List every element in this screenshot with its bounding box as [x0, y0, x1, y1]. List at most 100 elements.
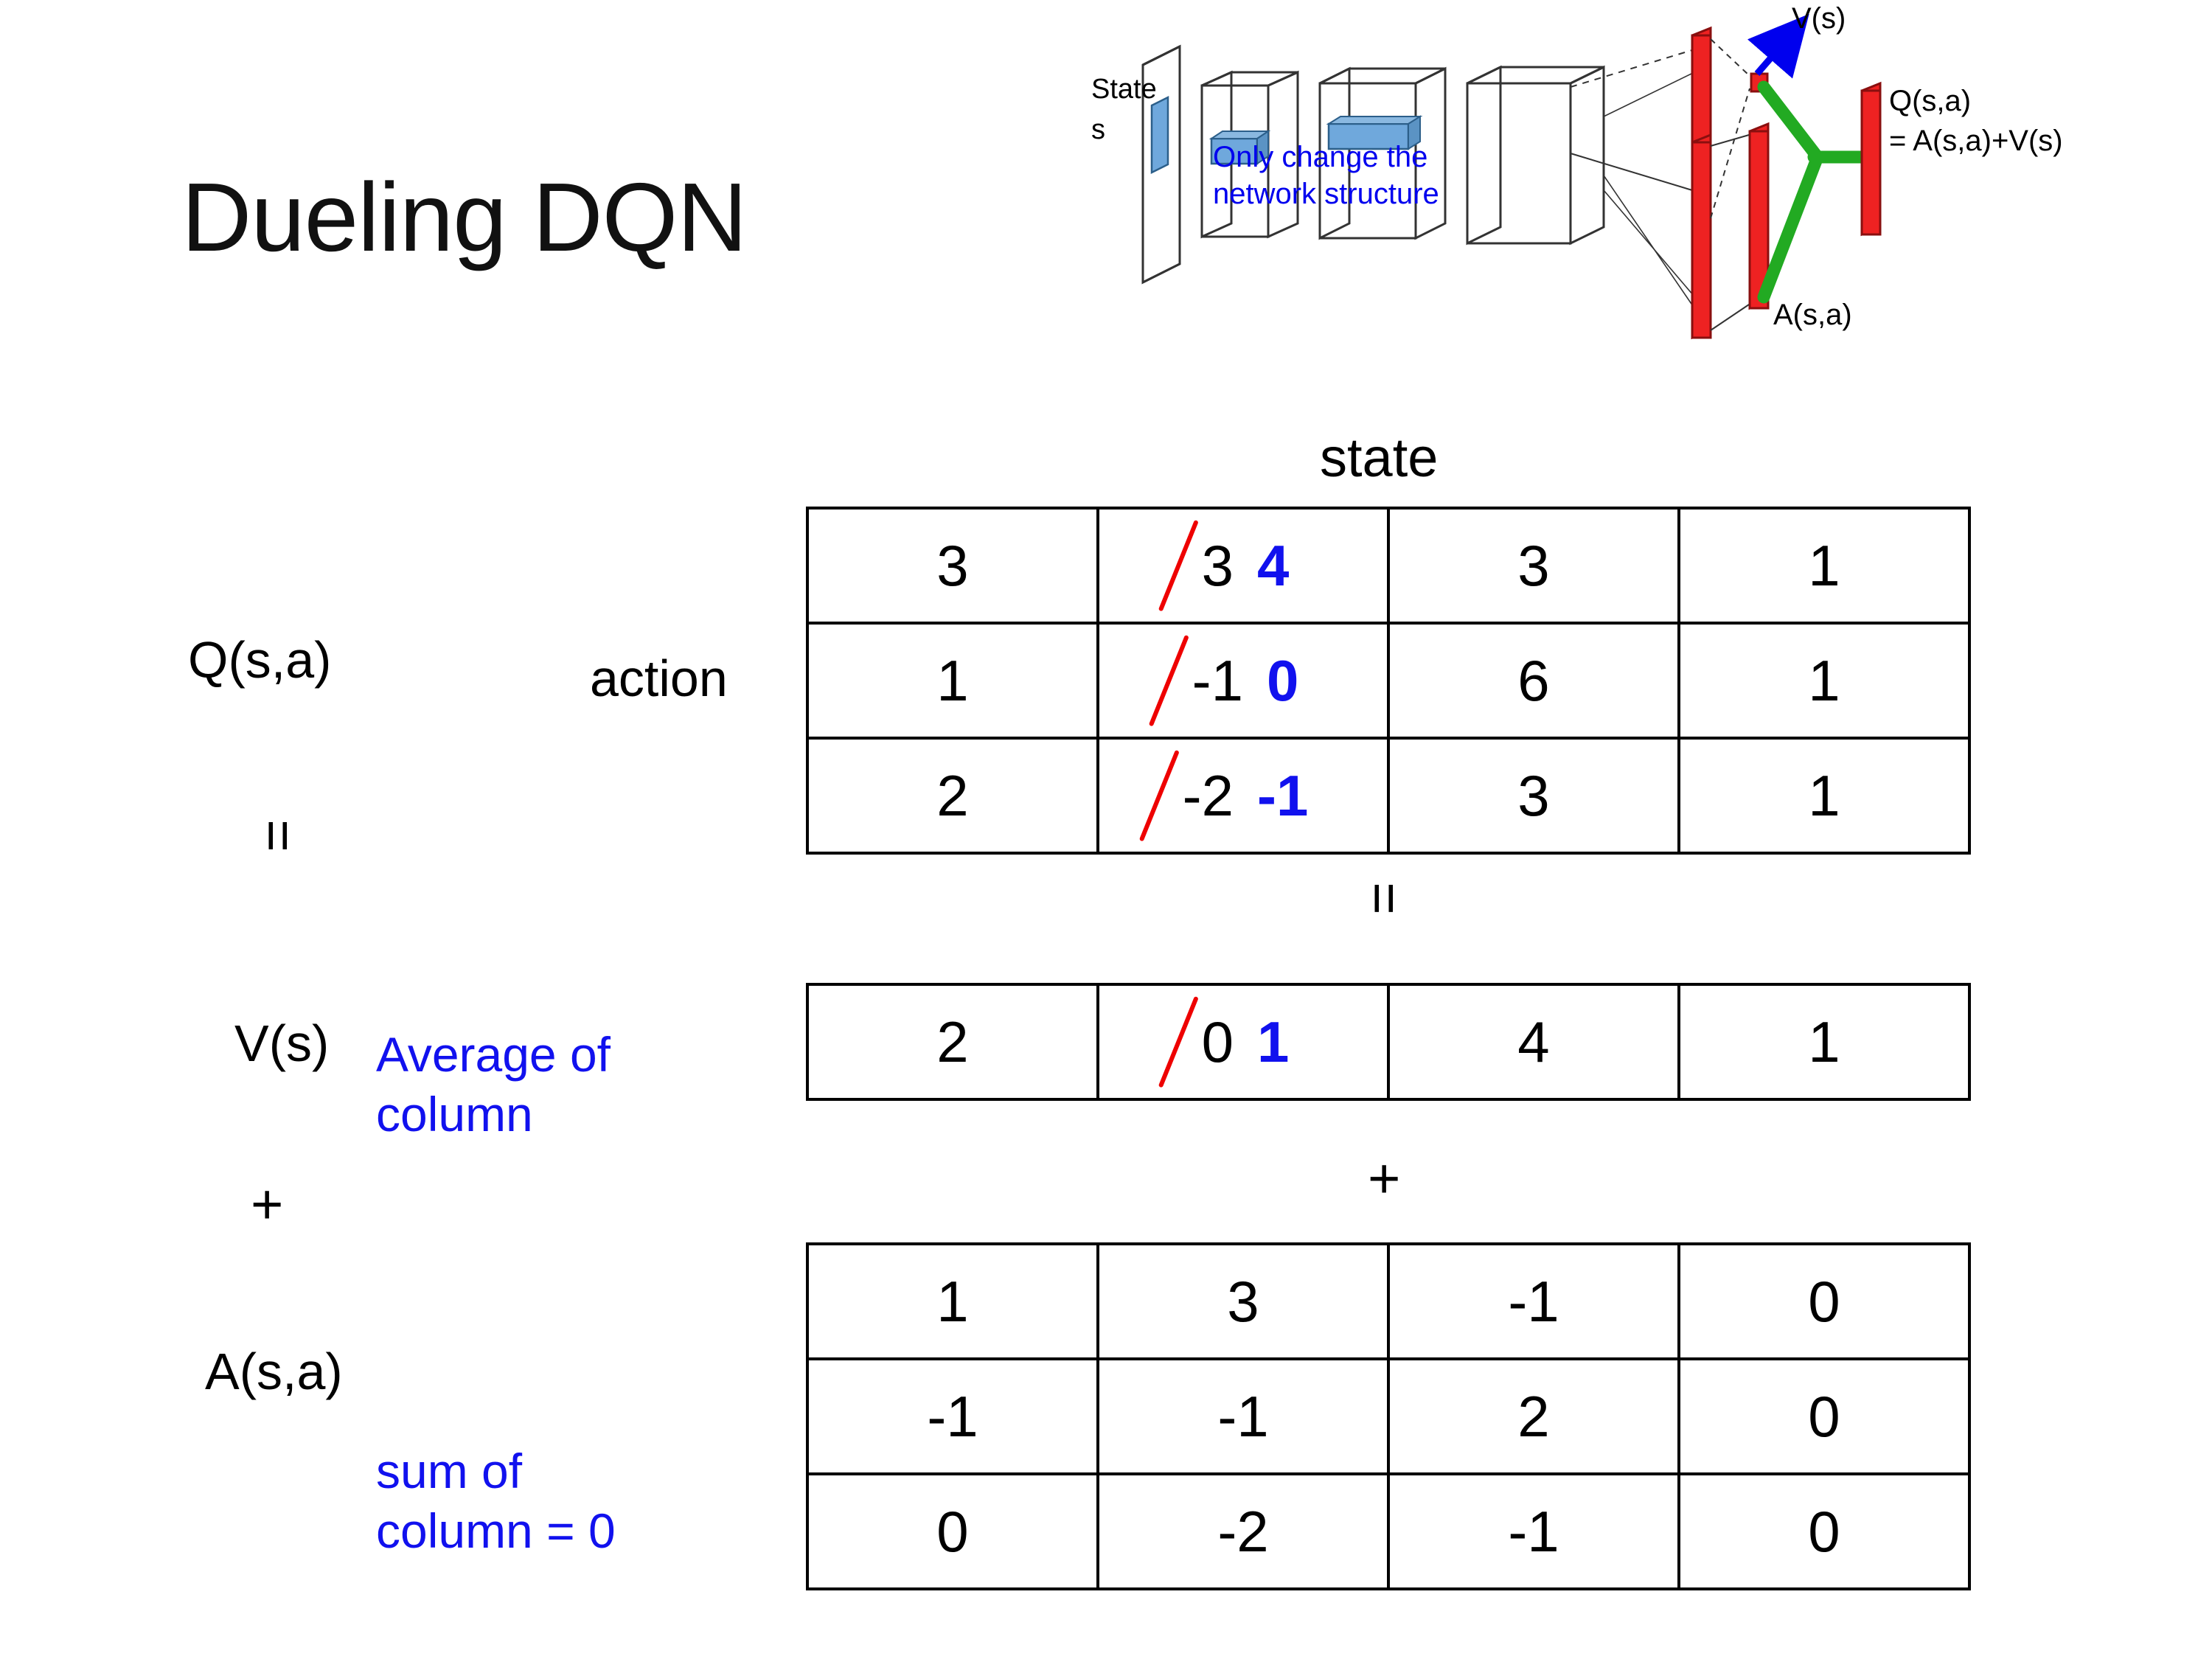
- sum-note-line2: column = 0: [376, 1503, 616, 1558]
- table-row: 1 -1 0 6 1: [806, 622, 1971, 740]
- cell-value: -1: [927, 1383, 978, 1449]
- diagram-state-label-line1: State: [1091, 74, 1157, 105]
- cell-value: 0: [936, 1498, 969, 1564]
- table-row: -1 -1 2 0: [806, 1357, 1971, 1475]
- q-function-label: Q(s,a): [188, 631, 332, 689]
- diagram-q-output-label-line2: = A(s,a)+V(s): [1889, 125, 2063, 157]
- new-value: 4: [1257, 532, 1290, 598]
- diagram-note-line1: Only change the: [1213, 141, 1427, 173]
- old-value-struck: 3: [1158, 519, 1238, 612]
- diagram-q-output-label-line1: Q(s,a): [1889, 85, 1971, 117]
- diagram-note-line2: network structure: [1213, 178, 1439, 210]
- state-axis-label: state: [1320, 427, 1439, 488]
- table-cell: 1: [1677, 737, 1971, 855]
- a-function-label: A(s,a): [205, 1343, 343, 1400]
- cell-value: 4: [1517, 1009, 1550, 1074]
- table-cell: 1: [806, 1242, 1099, 1360]
- sum-note-line1: sum of: [376, 1444, 523, 1498]
- table-cell: 3: [1387, 737, 1680, 855]
- dueling-network-diagram: State s Only change the network structur…: [1091, 6, 2205, 408]
- cell-value: 6: [1517, 647, 1550, 713]
- table-cell: 3: [806, 507, 1099, 625]
- plus-operator-middle: +: [1368, 1147, 1401, 1210]
- new-value: 0: [1266, 647, 1299, 713]
- table-cell: -1: [1387, 1242, 1680, 1360]
- table-cell: 0: [1677, 1242, 1971, 1360]
- cell-value: 0: [1808, 1383, 1840, 1449]
- sum-of-column-note: sum of column = 0: [376, 1441, 759, 1560]
- v-function-label: V(s): [234, 1015, 330, 1072]
- table-row: 2 -2 -1 3 1: [806, 737, 1971, 855]
- cell-value: 3: [936, 532, 969, 598]
- old-value-struck: 0: [1158, 995, 1238, 1088]
- table-cell: 2: [806, 983, 1099, 1101]
- table-cell: 1: [1677, 622, 1971, 740]
- table-cell: 3: [1387, 507, 1680, 625]
- old-value-struck: -1: [1148, 634, 1248, 727]
- diagram-advantage-output-label: A(s,a): [1773, 299, 1852, 331]
- new-value: -1: [1257, 762, 1309, 828]
- strikethrough-mark: [1138, 749, 1180, 842]
- cell-value: 1: [1808, 647, 1840, 713]
- table-cell: -1: [806, 1357, 1099, 1475]
- table-cell: 2: [1387, 1357, 1680, 1475]
- table-cell: -1: [1096, 1357, 1390, 1475]
- table-cell: 6: [1387, 622, 1680, 740]
- strikethrough-mark: [1148, 634, 1189, 727]
- table-cell: 3: [1096, 1242, 1390, 1360]
- table-cell: 4: [1387, 983, 1680, 1101]
- cell-value: 2: [936, 762, 969, 828]
- cell-value: -2: [1217, 1498, 1269, 1564]
- table-cell: -2 -1: [1096, 737, 1390, 855]
- new-value: 1: [1257, 1009, 1290, 1074]
- cell-value: 2: [1517, 1383, 1550, 1449]
- cell-value: 1: [1808, 532, 1840, 598]
- table-cell: 0: [1677, 1472, 1971, 1590]
- cell-value: 0: [1808, 1268, 1840, 1334]
- cell-value: 1: [1808, 1009, 1840, 1074]
- table-cell: 1: [1677, 507, 1971, 625]
- table-row: 1 3 -1 0: [806, 1242, 1971, 1360]
- equals-operator-middle: =: [1352, 882, 1416, 915]
- table-cell: 2: [806, 737, 1099, 855]
- a-value-table: 1 3 -1 0 -1 -1 2 0 0 -2 -1 0: [806, 1242, 1971, 1590]
- table-cell: -1 0: [1096, 622, 1390, 740]
- table-cell: 0: [806, 1472, 1099, 1590]
- plus-operator-left: +: [251, 1173, 284, 1236]
- equals-operator-left: =: [246, 819, 310, 852]
- table-cell: -1: [1387, 1472, 1680, 1590]
- a-table-body: 1 3 -1 0 -1 -1 2 0 0 -2 -1 0: [806, 1242, 1971, 1590]
- table-cell: 1: [806, 622, 1099, 740]
- strikethrough-mark: [1158, 995, 1199, 1088]
- table-cell: 0: [1677, 1357, 1971, 1475]
- cell-value: -1: [1508, 1498, 1559, 1564]
- cell-value: 1: [936, 1268, 969, 1334]
- cell-value: 3: [1517, 532, 1550, 598]
- page-title: Dueling DQN: [181, 163, 748, 271]
- cell-value: 3: [1517, 762, 1550, 828]
- cell-value: -1: [1508, 1268, 1559, 1334]
- table-cell: 1: [1677, 983, 1971, 1101]
- cell-value: 1: [1808, 762, 1840, 828]
- cell-value: 3: [1227, 1268, 1259, 1334]
- strikethrough-mark: [1158, 519, 1199, 612]
- average-note-line2: column: [376, 1086, 533, 1141]
- cell-value: 0: [1808, 1498, 1840, 1564]
- cell-value: 1: [936, 647, 969, 713]
- average-of-column-note: Average of column: [376, 1025, 723, 1144]
- table-cell: -2: [1096, 1472, 1390, 1590]
- cell-value: 2: [936, 1009, 969, 1074]
- average-note-line1: Average of: [376, 1027, 611, 1082]
- diagram-value-output-label: V(s): [1792, 6, 1846, 35]
- old-value-struck: -2: [1138, 749, 1238, 842]
- action-axis-label: action: [590, 650, 728, 707]
- table-row: 0 -2 -1 0: [806, 1472, 1971, 1590]
